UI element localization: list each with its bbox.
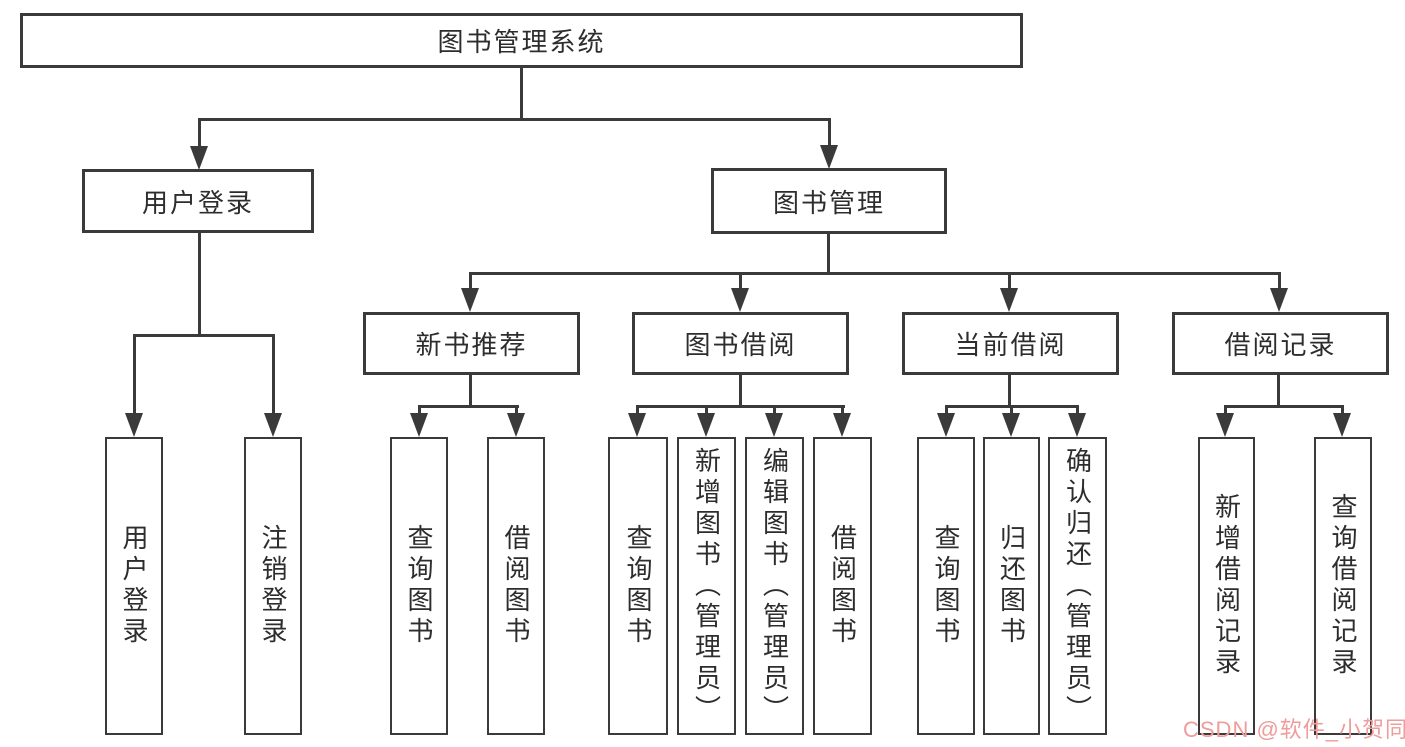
connector-line	[469, 272, 1281, 275]
node-user-login: 用户登录	[82, 169, 314, 233]
arrowhead-down-icon	[731, 288, 749, 312]
connector-line	[841, 407, 844, 417]
connector-line	[1224, 407, 1227, 417]
connector-line	[198, 118, 831, 121]
leaf-borrowing-borrow-book: 借阅图书	[813, 437, 872, 735]
arrowhead-down-icon	[1068, 413, 1086, 437]
node-new-book-recommendation: 新书推荐	[363, 312, 580, 375]
arrowhead-down-icon	[833, 413, 851, 437]
csdn-watermark: CSDN @软件_小贺同学	[1183, 717, 1405, 742]
leaf-recommend-borrow-book: 借阅图书	[487, 437, 545, 735]
leaf-logout: 注销登录	[244, 437, 302, 735]
node-book-management: 图书管理	[711, 168, 947, 234]
arrowhead-down-icon	[820, 145, 838, 169]
connector-line	[1341, 407, 1344, 417]
connector-line	[739, 274, 742, 292]
leaf-records-add-record: 新增借阅记录	[1198, 437, 1255, 735]
leaf-borrowing-edit-book-admin: 编辑图书（管理员）	[745, 437, 804, 735]
connector-line	[1010, 407, 1013, 417]
leaf-current-query-book: 查询图书	[917, 437, 975, 735]
leaf-user-login: 用户登录	[105, 437, 163, 735]
connector-line	[705, 407, 708, 417]
node-current-borrowing: 当前借阅	[902, 312, 1119, 375]
arrowhead-down-icon	[410, 413, 428, 437]
connector-line	[636, 407, 639, 417]
connector-line	[198, 118, 201, 150]
connector-line	[773, 407, 776, 417]
connector-line	[1224, 405, 1344, 408]
connector-line	[945, 407, 948, 417]
arrowhead-down-icon	[1000, 288, 1018, 312]
connector-line	[1008, 274, 1011, 292]
arrowhead-down-icon	[697, 413, 715, 437]
connector-line	[636, 405, 845, 408]
connector-line	[515, 407, 518, 417]
arrowhead-down-icon	[1333, 413, 1351, 437]
leaf-records-query-record: 查询借阅记录	[1314, 437, 1372, 735]
node-root: 图书管理系统	[20, 13, 1023, 68]
connector-line	[520, 68, 523, 121]
arrowhead-down-icon	[264, 413, 282, 437]
arrowhead-down-icon	[1002, 413, 1020, 437]
connector-line	[1278, 274, 1281, 292]
node-borrowing-records: 借阅记录	[1172, 312, 1389, 375]
arrowhead-down-icon	[507, 413, 525, 437]
arrowhead-down-icon	[190, 146, 208, 170]
connector-line	[1008, 375, 1011, 407]
arrowhead-down-icon	[1216, 413, 1234, 437]
connector-line	[133, 336, 136, 416]
connector-line	[827, 234, 830, 274]
leaf-current-confirm-return-admin: 确认归还（管理员）	[1048, 437, 1107, 735]
leaf-recommend-query-book: 查询图书	[390, 437, 448, 735]
connector-line	[133, 334, 275, 337]
arrowhead-down-icon	[1270, 288, 1288, 312]
connector-line	[469, 274, 472, 292]
arrowhead-down-icon	[765, 413, 783, 437]
connector-line	[469, 375, 472, 407]
arrowhead-down-icon	[125, 413, 143, 437]
arrowhead-down-icon	[461, 288, 479, 312]
connector-line	[945, 405, 1079, 408]
connector-line	[418, 407, 421, 417]
connector-line	[1277, 375, 1280, 407]
leaf-current-return-book: 归还图书	[983, 437, 1040, 735]
arrowhead-down-icon	[937, 413, 955, 437]
connector-line	[739, 375, 742, 407]
connector-line	[272, 336, 275, 416]
connector-line	[828, 118, 831, 150]
leaf-borrowing-add-book-admin: 新增图书（管理员）	[677, 437, 736, 735]
connector-line	[198, 233, 201, 336]
connector-line	[418, 405, 519, 408]
arrowhead-down-icon	[628, 413, 646, 437]
leaf-borrowing-query-book: 查询图书	[608, 437, 668, 735]
node-book-borrowing: 图书借阅	[632, 312, 849, 375]
connector-line	[1076, 407, 1079, 417]
